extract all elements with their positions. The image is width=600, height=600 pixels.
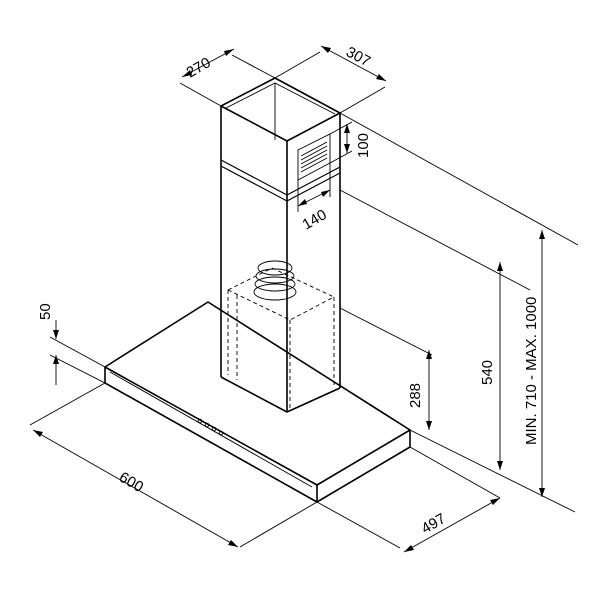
label-inner-height: 288 xyxy=(407,383,424,408)
label-total-height: MIN. 710 - MAX. 1000 xyxy=(523,297,540,445)
hidden-motor-housing xyxy=(227,260,335,408)
label-lower-height: 540 xyxy=(479,360,496,385)
dimension-arrows xyxy=(32,45,545,553)
label-canopy-depth: 497 xyxy=(419,510,449,537)
label-chimney-width: 307 xyxy=(343,44,373,71)
canopy-body xyxy=(104,301,411,503)
label-chimney-depth: 270 xyxy=(184,54,214,81)
dimension-labels: 270 307 100 140 50 600 497 288 540 MIN. … xyxy=(37,44,540,538)
chimney-body xyxy=(220,77,341,413)
label-vent-height: 100 xyxy=(355,133,372,158)
extension-lines xyxy=(29,51,579,549)
label-vent-width: 140 xyxy=(300,206,330,233)
label-canopy-thickness: 50 xyxy=(37,303,54,320)
